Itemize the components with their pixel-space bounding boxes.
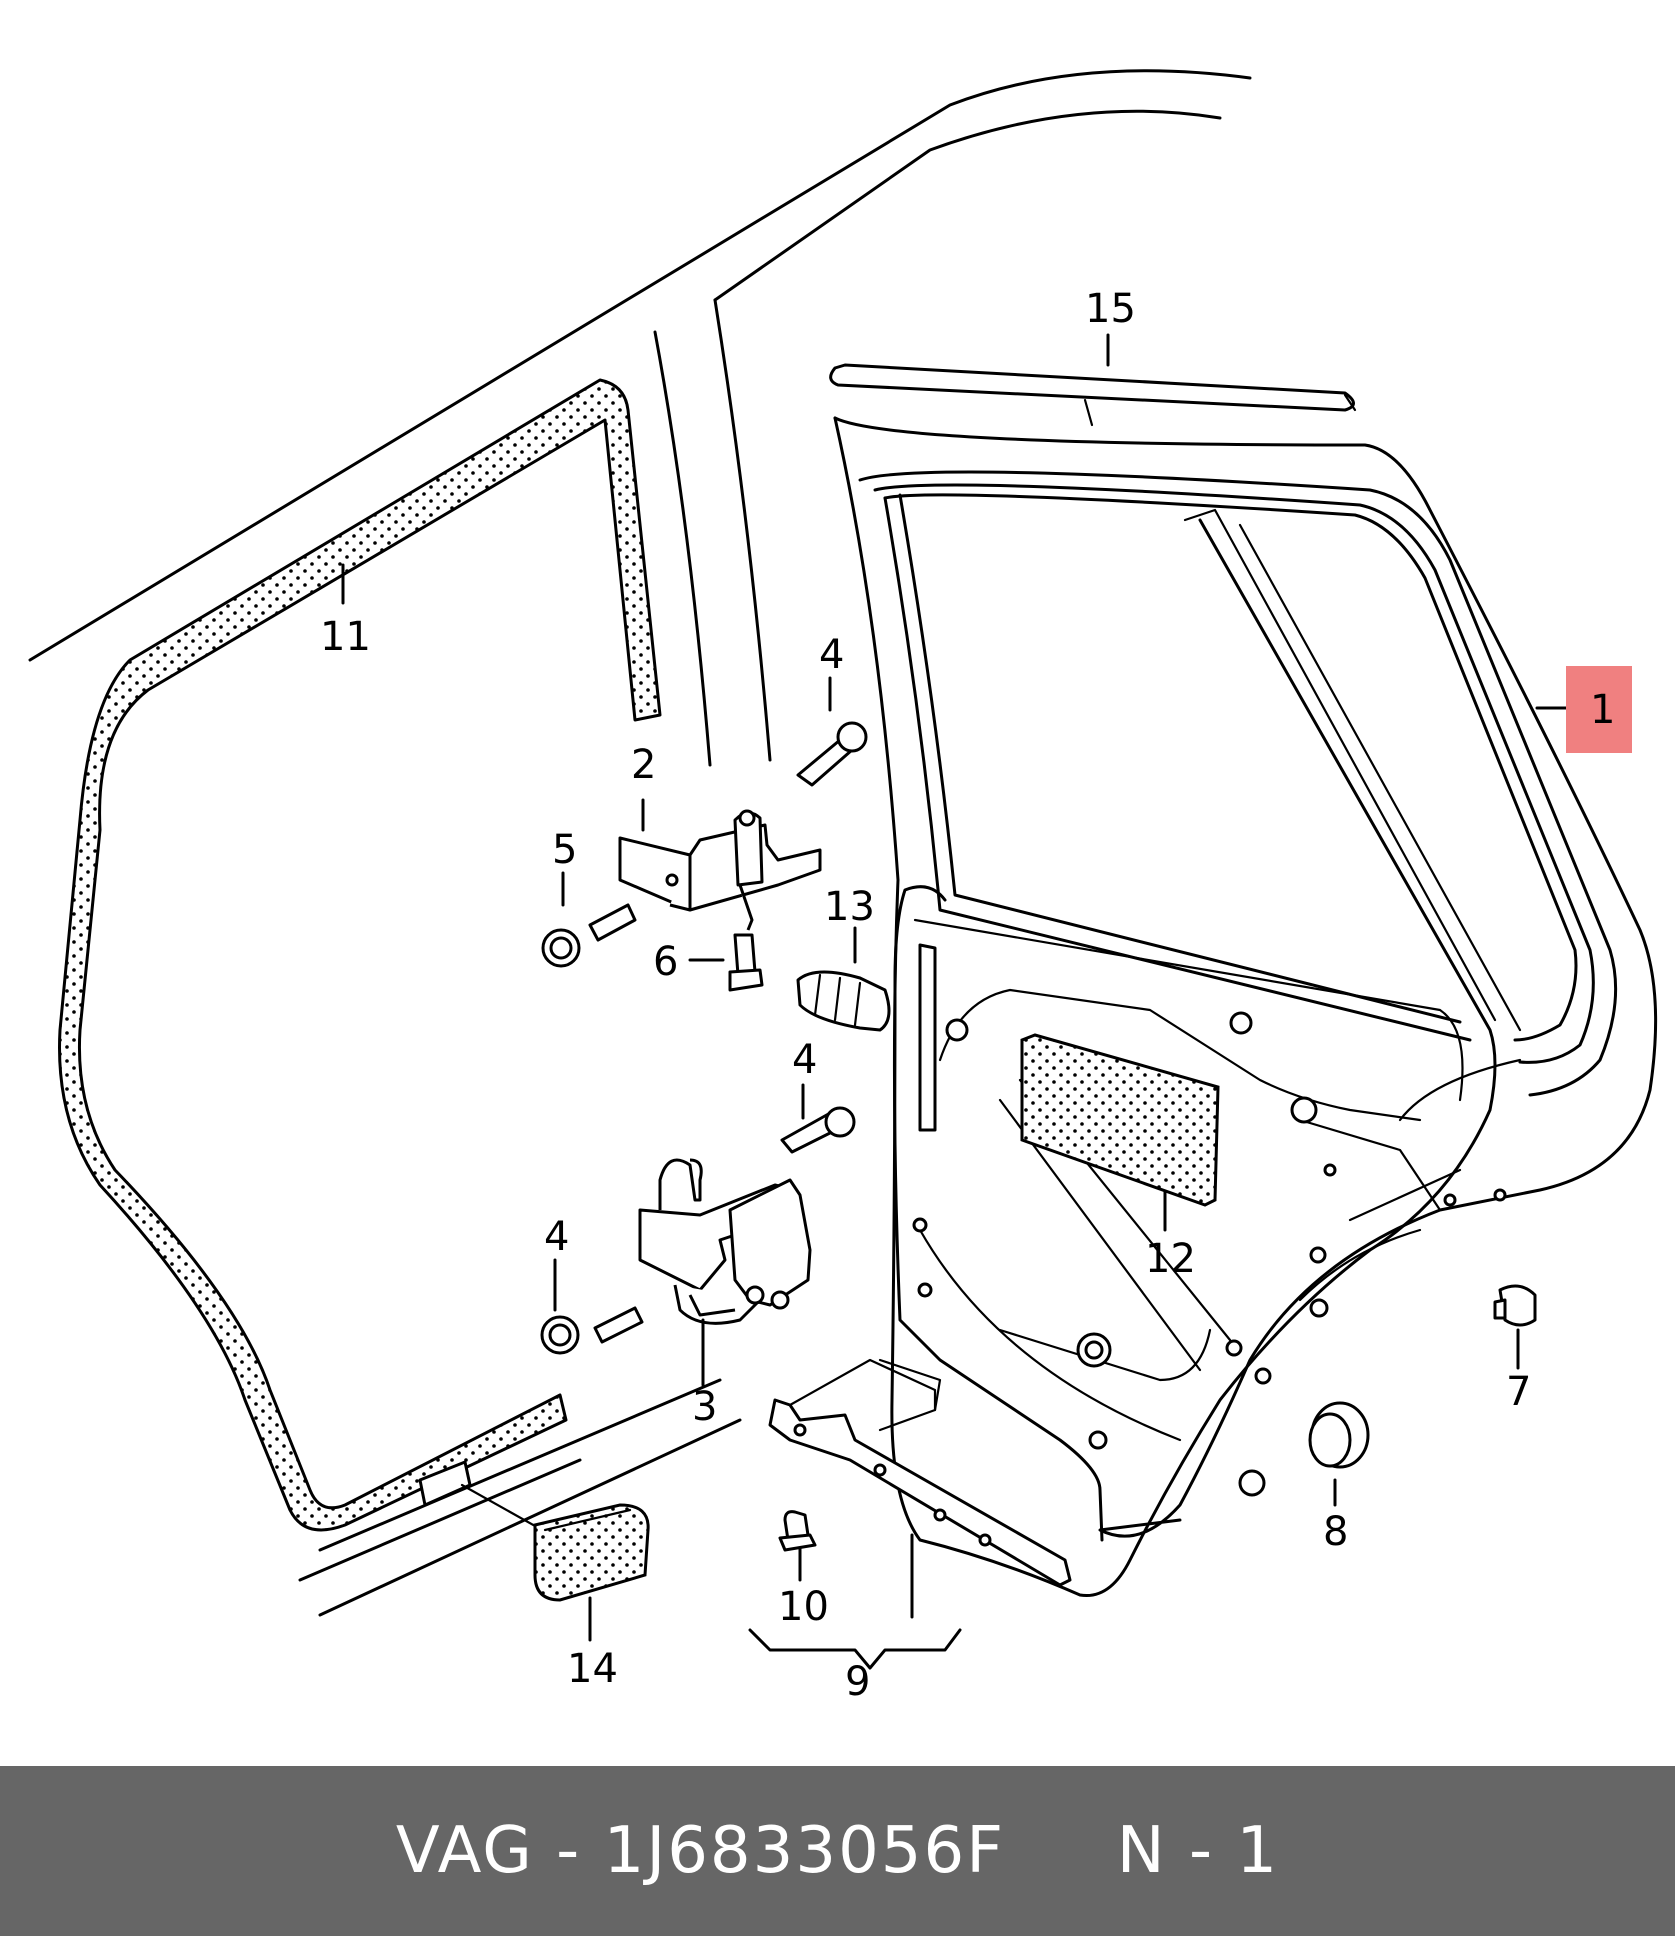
part-number-text: VAG - 1J6833056F N - 1 bbox=[395, 1814, 1280, 1888]
insulation-pad bbox=[1020, 1033, 1220, 1207]
part-number-footer: VAG - 1J6833056F N - 1 bbox=[0, 1766, 1675, 1936]
sill-strip bbox=[768, 1358, 1072, 1587]
label-part-9: 9 bbox=[845, 1659, 870, 1705]
label-part-15: 15 bbox=[1085, 286, 1136, 332]
car-body-outline bbox=[28, 69, 1252, 1617]
upper-hinge bbox=[618, 809, 822, 992]
part-labels: 1 2 3 4 4 4 5 6 7 8 9 10 11 12 13 14 15 bbox=[320, 286, 1615, 1705]
label-part-2: 2 bbox=[631, 742, 656, 788]
sill-plug bbox=[418, 1460, 650, 1602]
lower-hinge bbox=[638, 1158, 812, 1325]
door-seal bbox=[58, 378, 662, 1532]
door-buffer bbox=[796, 970, 891, 1032]
door-holes bbox=[912, 943, 1507, 1497]
label-part-13: 13 bbox=[824, 884, 875, 930]
screw-upper bbox=[541, 721, 868, 968]
label-part-1: 1 bbox=[1590, 687, 1615, 733]
label-part-11: 11 bbox=[320, 614, 371, 660]
label-part-14: 14 bbox=[567, 1646, 618, 1692]
label-part-5: 5 bbox=[552, 827, 577, 873]
parts-diagram: 1 2 3 4 4 4 5 6 7 8 9 10 11 12 13 14 15 bbox=[28, 69, 1658, 1705]
label-part-6: 6 bbox=[653, 939, 678, 985]
label-part-10: 10 bbox=[778, 1584, 829, 1630]
screw-lower bbox=[540, 1106, 856, 1355]
leader-lines bbox=[341, 333, 1577, 1670]
label-part-3: 3 bbox=[692, 1384, 717, 1430]
label-part-4-middle: 4 bbox=[792, 1037, 817, 1083]
rear-door bbox=[833, 416, 1658, 1598]
label-part-4-left: 4 bbox=[544, 1214, 569, 1260]
label-part-12: 12 bbox=[1145, 1236, 1196, 1282]
label-part-8: 8 bbox=[1323, 1509, 1348, 1555]
label-part-7: 7 bbox=[1506, 1369, 1531, 1415]
window-strip bbox=[829, 363, 1357, 427]
plugs bbox=[1308, 1284, 1537, 1469]
part-1-highlight bbox=[1566, 666, 1632, 753]
label-part-4-top: 4 bbox=[819, 632, 844, 678]
